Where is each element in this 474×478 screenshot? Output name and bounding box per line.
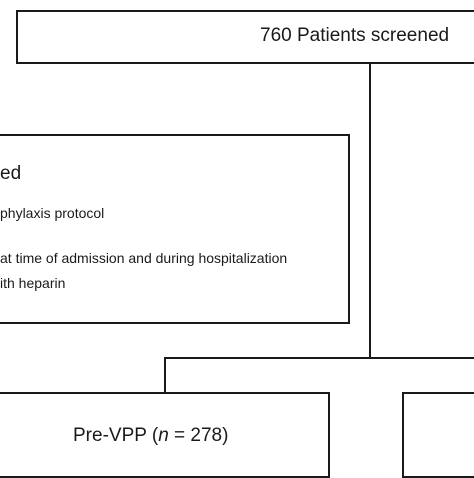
post-vpp-box — [402, 392, 474, 478]
screened-label: 760 Patients screened — [260, 25, 450, 46]
pre-vpp-suffix: = 278) — [168, 425, 229, 446]
excluded-item: ith heparin — [0, 275, 66, 291]
excluded-title: ed — [0, 163, 22, 184]
pre-vpp-box — [0, 392, 330, 478]
pre-vpp-n-symbol: n — [158, 425, 169, 446]
excluded-item: at time of admission and during hospital… — [0, 250, 288, 266]
excluded-box — [0, 134, 350, 324]
flow-connector-left-drop — [164, 357, 166, 393]
pre-vpp-label: Pre-VPP (n = 278) — [73, 426, 228, 445]
screened-box — [16, 10, 474, 64]
flow-connector-vertical — [369, 64, 371, 358]
flow-connector-horizontal — [164, 357, 474, 359]
excluded-item: phylaxis protocol — [0, 205, 105, 221]
pre-vpp-prefix: Pre-VPP ( — [73, 425, 159, 446]
